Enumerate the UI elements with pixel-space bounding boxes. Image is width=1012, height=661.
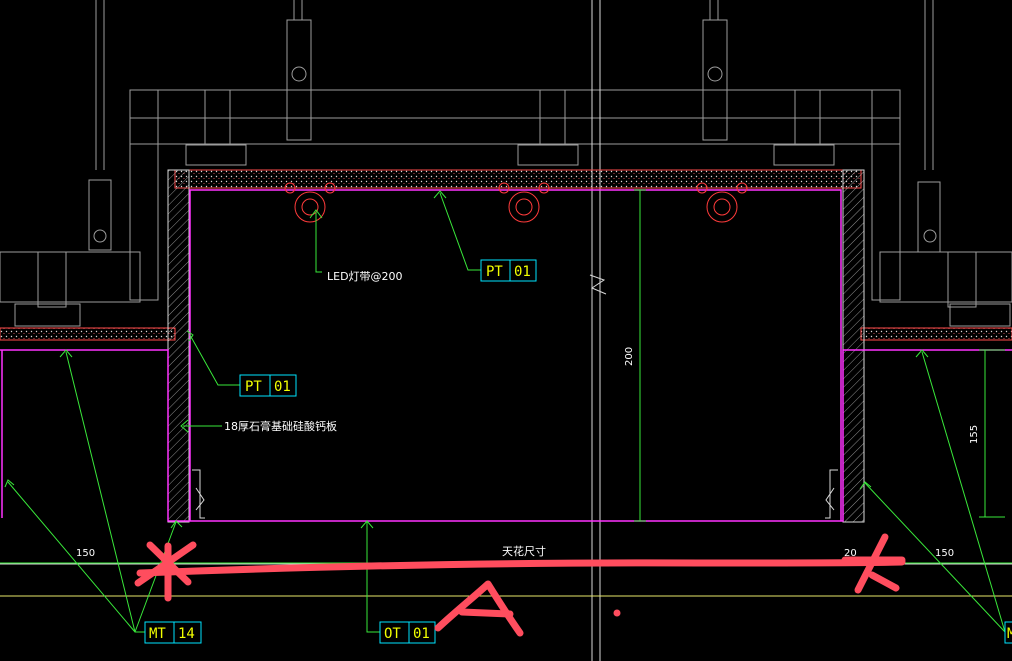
tag-pt-01-left: PT 01 [239,374,297,397]
tag-mt-right: MT [1004,621,1012,644]
dim-height-200: 200 [624,347,635,366]
dim-right-150: 150 [935,548,954,559]
tag-ot-code: OT [384,626,401,642]
dim-right-20: 20 [844,548,857,559]
tag-mt-code: MT [149,626,166,642]
dim-height-155: 155 [969,425,980,444]
dim-left-150: 150 [76,548,95,559]
steel-keel-frame [0,89,1012,327]
ceiling-hangers [88,0,941,253]
tag-mt-14: MT 14 [144,621,202,644]
led-strip-note: LED灯带@200 [327,270,403,283]
tag-mt-right-code: MT [1007,626,1012,642]
tag-pt-upper-code: PT [486,264,503,280]
tag-ot-01: OT 01 [379,621,436,644]
tag-mt-num: 14 [178,626,195,642]
leader-arrows [4,190,929,529]
tag-pt-left-num: 01 [274,379,291,395]
tag-pt-upper-num: 01 [514,264,531,280]
tag-ot-num: 01 [413,626,430,642]
side-walls [167,169,865,523]
ceiling-dimension-note: 天花尺寸 [502,544,546,558]
red-markup-annotation [134,533,906,637]
finish-profile [0,189,1012,522]
led-fixtures [284,182,748,223]
board-material-note: 18厚石膏基础硅酸钙板 [224,419,337,433]
leader-lines [7,192,1006,633]
corner-trims [192,469,838,519]
top-board-layer [0,169,1012,341]
tag-pt-01-upper: PT 01 [480,259,537,282]
tag-pt-left-code: PT [245,379,262,395]
